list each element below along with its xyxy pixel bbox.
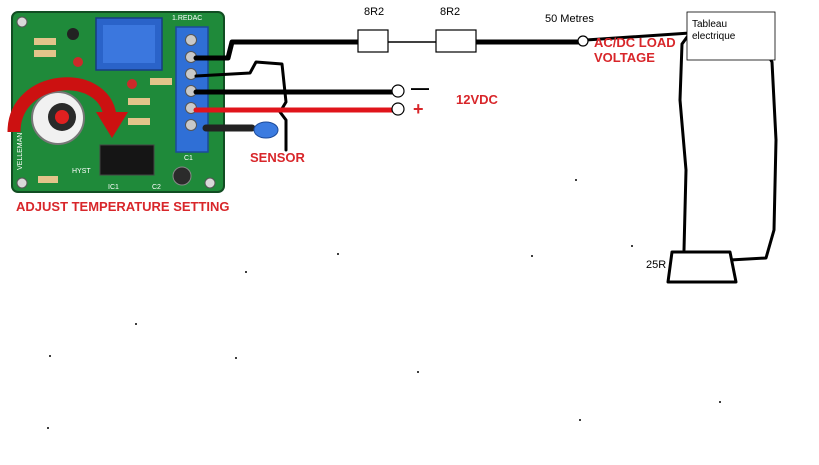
mount-hole: [16, 177, 28, 189]
resistor-component: [150, 78, 172, 85]
wire-to-panel: [584, 31, 692, 42]
board-pcb: [11, 11, 225, 193]
adjust-label: ADJUST TEMPERATURE SETTING: [16, 199, 230, 214]
panel-label-line2: electrique: [692, 31, 736, 42]
adjust-arrow: [7, 77, 117, 133]
resistor-component: [34, 50, 56, 57]
resistor-component: [128, 98, 150, 105]
resistor-25r-label: 25R: [646, 259, 667, 271]
distance-label: 50 Metres: [545, 13, 594, 25]
resistor-1-label: 8R2: [364, 6, 385, 18]
terminal-plus: [391, 102, 405, 116]
board-label-hyst: HYST: [72, 168, 91, 175]
load-terminal: [577, 35, 589, 47]
panel-label-line1: Tableau: [692, 19, 728, 30]
panel-box: [686, 11, 776, 61]
relay-top: [103, 25, 155, 63]
wire-panel-down-left: [678, 31, 692, 252]
board-label-c2: C2: [152, 184, 161, 191]
led: [73, 57, 83, 67]
board-label-c1: C1: [184, 155, 193, 162]
wire-load-top: [193, 39, 361, 61]
sensor-probe: [253, 121, 279, 139]
resistor-25r: [666, 250, 738, 284]
board-side-label: VELLEMAN: [17, 133, 24, 170]
minus-sign: —: [411, 78, 429, 98]
load-label-line1: AC/DC LOAD: [594, 35, 676, 50]
resistor-8r2-1: [357, 29, 389, 53]
wire-panel-down-right: [728, 46, 778, 262]
potentiometer-button: [55, 110, 69, 124]
sensor-label: SENSOR: [250, 150, 305, 165]
board-top-label: 1.REDAC: [172, 15, 202, 22]
wires: [193, 31, 778, 262]
plus-sign: +: [413, 99, 424, 119]
wire-loop: [194, 60, 288, 152]
thermostat-board: 1.REDAC HYST IC1 C2 C1 VELLEMAN: [11, 11, 225, 193]
resistor-component: [128, 118, 150, 125]
capacitor: [172, 166, 192, 186]
power-label: 12VDC: [456, 92, 498, 107]
ic-chip: [99, 144, 155, 176]
board-label-ic1: IC1: [108, 184, 119, 191]
resistor-8r2-2: [435, 29, 477, 53]
resistor-component: [38, 176, 58, 183]
led: [127, 79, 137, 89]
resistor-component: [34, 38, 56, 45]
mount-hole: [16, 16, 28, 28]
adjust-arrow-head: [96, 112, 128, 138]
resistor-2-label: 8R2: [440, 6, 461, 18]
transistor: [67, 28, 79, 40]
stray-dots: [47, 179, 721, 429]
terminal-minus: [391, 84, 405, 98]
load-label-line2: VOLTAGE: [594, 50, 655, 65]
mount-hole: [204, 177, 216, 189]
